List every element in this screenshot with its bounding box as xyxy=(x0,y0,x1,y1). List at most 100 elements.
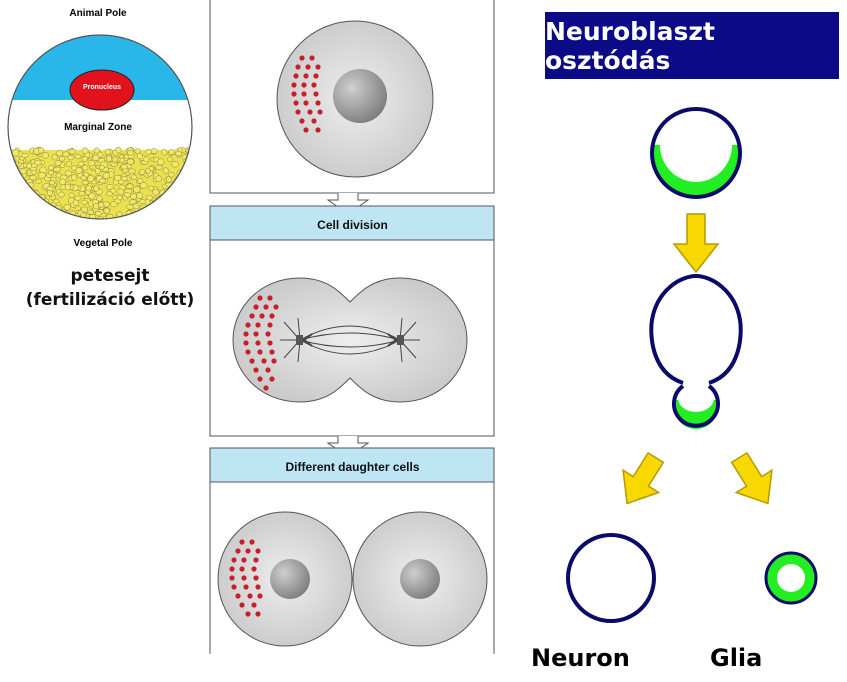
daughter-nucleus-left xyxy=(270,559,310,599)
determinant-dot xyxy=(263,385,269,391)
determinant-dot xyxy=(265,331,271,337)
determinant-dot xyxy=(243,340,249,346)
determinant-dot xyxy=(315,100,321,106)
determinant-dot xyxy=(269,313,275,319)
determinant-dot xyxy=(259,313,265,319)
determinant-dot xyxy=(243,331,249,337)
determinant-dot xyxy=(245,611,251,617)
determinant-dot xyxy=(273,304,279,310)
vegetal-pole-label: Vegetal Pole xyxy=(74,238,133,249)
determinant-dot xyxy=(253,367,259,373)
determinant-dot xyxy=(241,557,247,563)
glia-label: Glia xyxy=(710,644,763,672)
determinant-dot xyxy=(251,566,257,572)
marginal-zone-label: Marginal Zone xyxy=(64,122,132,133)
determinant-dot xyxy=(269,376,275,382)
determinant-dot xyxy=(251,602,257,608)
neuroblast-title: Neuroblaszt osztódás xyxy=(545,12,839,79)
glia-cell xyxy=(764,551,818,605)
determinant-dot xyxy=(245,322,251,328)
determinant-dot xyxy=(309,55,315,61)
neuron-cell xyxy=(566,533,656,623)
determinant-dot xyxy=(295,64,301,70)
determinant-dot xyxy=(245,349,251,355)
determinant-dot xyxy=(311,82,317,88)
determinant-dot xyxy=(263,304,269,310)
determinant-dot xyxy=(267,322,273,328)
determinant-dot xyxy=(255,548,261,554)
determinant-dot xyxy=(313,91,319,97)
determinant-dot xyxy=(303,127,309,133)
daughter-nucleus-right xyxy=(400,559,440,599)
determinant-dot xyxy=(311,118,317,124)
determinant-dot xyxy=(307,109,313,115)
determinant-dot xyxy=(293,73,299,79)
determinant-dot xyxy=(257,376,263,382)
determinant-dot xyxy=(253,575,259,581)
determinant-dot xyxy=(271,358,277,364)
determinant-dots-daughter xyxy=(229,539,263,617)
determinant-dot xyxy=(249,358,255,364)
determinant-dot xyxy=(235,548,241,554)
determinant-dot xyxy=(229,566,235,572)
determinant-dot xyxy=(247,593,253,599)
centrosome-right xyxy=(397,335,404,345)
determinant-dot xyxy=(231,584,237,590)
determinant-dot xyxy=(229,575,235,581)
down-right-arrow-icon xyxy=(730,451,773,505)
determinant-dots-dividing xyxy=(243,295,279,391)
determinant-dot xyxy=(239,539,245,545)
pronucleus xyxy=(69,69,135,111)
determinant-dot xyxy=(303,100,309,106)
determinant-dot xyxy=(267,340,273,346)
determinant-dot xyxy=(261,358,267,364)
neuron-label: Neuron xyxy=(531,644,630,672)
determinant-dot xyxy=(255,584,261,590)
determinant-dot xyxy=(253,557,259,563)
egg-cell-diagram: Animal Pole Pronucleus Marginal Zone Veg… xyxy=(7,8,193,249)
determinant-dot xyxy=(315,127,321,133)
centrosome-left xyxy=(296,335,303,345)
stage-daughter-cells: Different daughter cells xyxy=(285,460,420,474)
determinant-dot xyxy=(257,593,263,599)
down-left-arrow-icon xyxy=(622,451,665,505)
determinant-dot xyxy=(235,593,241,599)
pronucleus-label: Pronucleus xyxy=(83,84,121,91)
neuroblast-cell xyxy=(650,107,742,199)
determinant-dot xyxy=(239,602,245,608)
determinant-dot xyxy=(245,548,251,554)
determinant-dot xyxy=(231,557,237,563)
determinant-dot xyxy=(249,313,255,319)
determinant-dot xyxy=(257,349,263,355)
determinant-dot xyxy=(257,295,263,301)
determinant-dot xyxy=(299,55,305,61)
determinant-dots-mother xyxy=(291,55,323,133)
determinant-dot xyxy=(255,340,261,346)
determinant-dot xyxy=(255,611,261,617)
determinant-dot xyxy=(265,367,271,373)
cell-division-panels xyxy=(209,0,495,654)
determinant-dot xyxy=(295,109,301,115)
determinant-dot xyxy=(267,295,273,301)
budding-neuroblast xyxy=(649,273,743,429)
mitotic-spindle xyxy=(280,317,420,363)
determinant-dot xyxy=(253,331,259,337)
neuroblast-diagram xyxy=(566,107,818,623)
determinant-dot xyxy=(313,73,319,79)
stage-cell-division: Cell division xyxy=(317,218,388,232)
down-arrow-icon xyxy=(672,213,720,274)
egg-caption-line1: petesejt xyxy=(70,266,150,286)
determinant-dot xyxy=(241,575,247,581)
mother-nucleus xyxy=(333,69,387,123)
determinant-dot xyxy=(249,539,255,545)
determinant-dot xyxy=(293,100,299,106)
determinant-dot xyxy=(253,304,259,310)
determinant-dot xyxy=(291,82,297,88)
animal-pole-label: Animal Pole xyxy=(69,8,127,19)
determinant-dot xyxy=(315,64,321,70)
determinant-dot xyxy=(301,91,307,97)
determinant-dot xyxy=(255,322,261,328)
dividing-cell xyxy=(232,277,468,403)
determinant-dot xyxy=(269,349,275,355)
determinant-dot xyxy=(317,109,323,115)
